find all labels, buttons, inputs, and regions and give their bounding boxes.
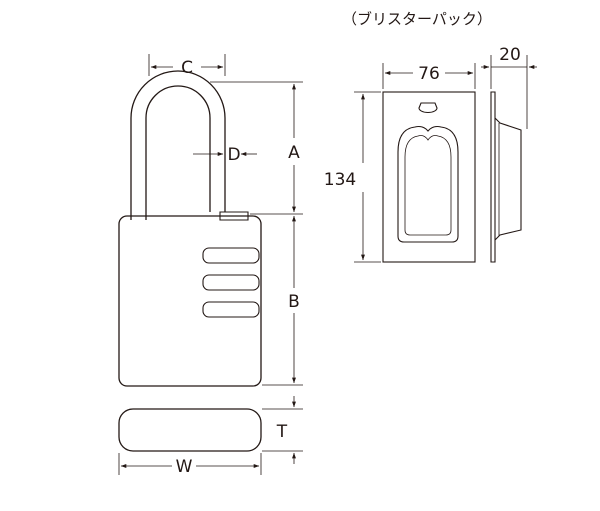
label-d: D <box>227 145 240 165</box>
blister-pack-side-view <box>490 91 522 263</box>
label-w: W <box>176 457 193 477</box>
label-c: C <box>181 58 193 78</box>
blister-pack-caption: （ブリスターパック） <box>342 10 492 28</box>
label-a: A <box>288 143 300 163</box>
pack-depth-value: 20 <box>499 45 521 65</box>
blister-pack-front-view <box>382 91 476 263</box>
pack-blister-inner <box>404 135 452 236</box>
label-t: T <box>276 422 288 442</box>
padlock-bottom-view <box>118 408 262 452</box>
dimension-d: D <box>193 145 257 165</box>
pack-width-value: 76 <box>418 64 440 84</box>
dimension-pack-height: 134 <box>324 91 381 263</box>
dimension-t: T <box>262 396 303 464</box>
shackle <box>130 70 226 220</box>
dimension-b: B <box>262 215 303 386</box>
dimension-a: A <box>210 81 303 215</box>
pack-blister-outer <box>397 125 459 243</box>
pack-card <box>382 91 476 263</box>
shackle-inner <box>145 85 211 220</box>
lock-body <box>118 215 262 387</box>
dial-1 <box>202 247 260 264</box>
dimension-w: W <box>118 453 262 477</box>
pack-side-card <box>490 91 496 263</box>
shackle-collar <box>219 211 249 221</box>
dimension-pack-width: 76 <box>382 63 476 89</box>
dimension-pack-depth: 20 <box>481 45 537 129</box>
padlock-front-view <box>118 70 262 387</box>
pack-height-value: 134 <box>324 170 356 190</box>
dial-3 <box>202 301 260 318</box>
dimension-c: C <box>148 54 226 78</box>
pack-hang-hole <box>418 102 438 114</box>
label-b: B <box>288 292 300 312</box>
dial-2 <box>202 274 260 291</box>
